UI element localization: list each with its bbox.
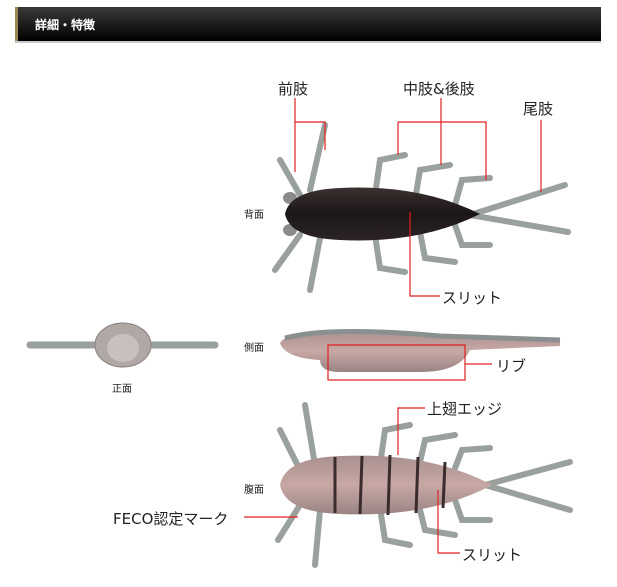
view-label-top: 背面: [244, 210, 264, 221]
view-label-front: 正面: [112, 384, 132, 395]
side-view-lure: [280, 328, 561, 372]
label-mid-hind-legs: 中肢&後肢: [403, 80, 475, 98]
section-header: 詳細・特徴: [15, 7, 601, 41]
label-slit-bottom: スリット: [462, 546, 523, 564]
top-view-lure: [272, 122, 571, 293]
label-ribs: リブ: [496, 357, 527, 375]
label-slit-top: スリット: [442, 289, 503, 307]
label-front-legs: 前肢: [278, 80, 309, 98]
view-label-bottom: 腹面: [244, 485, 264, 496]
leader-lines: [244, 98, 542, 554]
section-title: 詳細・特徴: [35, 18, 96, 32]
front-view-lure: [26, 322, 219, 368]
label-feco-mark: FECO認定マーク: [113, 510, 229, 528]
label-tail-legs: 尾肢: [523, 100, 554, 118]
view-label-side: 側面: [244, 343, 264, 354]
bottom-view-lure: [275, 402, 573, 568]
label-wing-edge: 上翅エッジ: [427, 400, 503, 418]
